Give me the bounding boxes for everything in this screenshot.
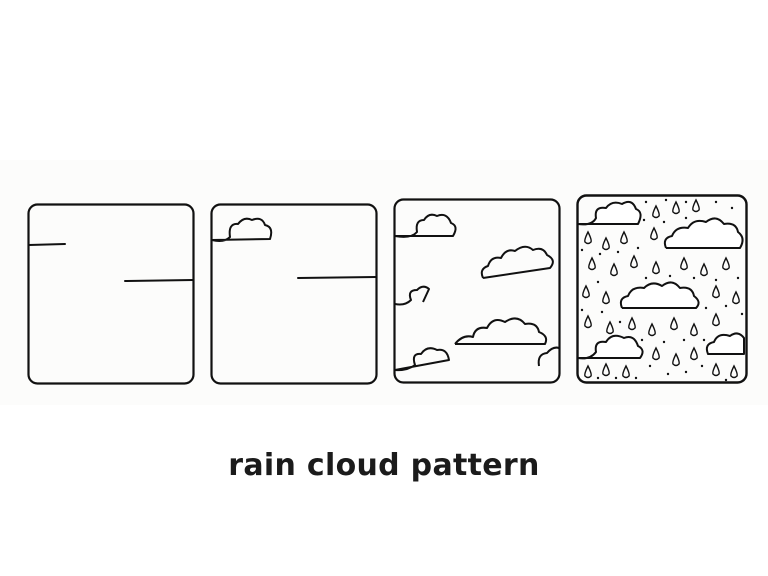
pattern-caption: rain cloud pattern xyxy=(228,448,540,483)
step-3-panel xyxy=(393,198,561,384)
dots xyxy=(580,198,744,382)
panel-frame xyxy=(393,198,561,384)
paper-background xyxy=(0,160,768,405)
guide-line xyxy=(297,276,377,279)
guide-line xyxy=(124,279,194,282)
step-4-panel xyxy=(576,194,748,384)
cloud-group xyxy=(394,213,560,372)
step-1-panel xyxy=(27,203,195,385)
step-2-panel xyxy=(210,203,378,385)
cloud-group xyxy=(577,200,745,360)
panel-frame xyxy=(576,194,748,384)
panel-frame xyxy=(210,203,378,385)
cloud-outline xyxy=(211,217,273,242)
panel-frame xyxy=(27,203,195,385)
guide-line xyxy=(28,243,66,246)
